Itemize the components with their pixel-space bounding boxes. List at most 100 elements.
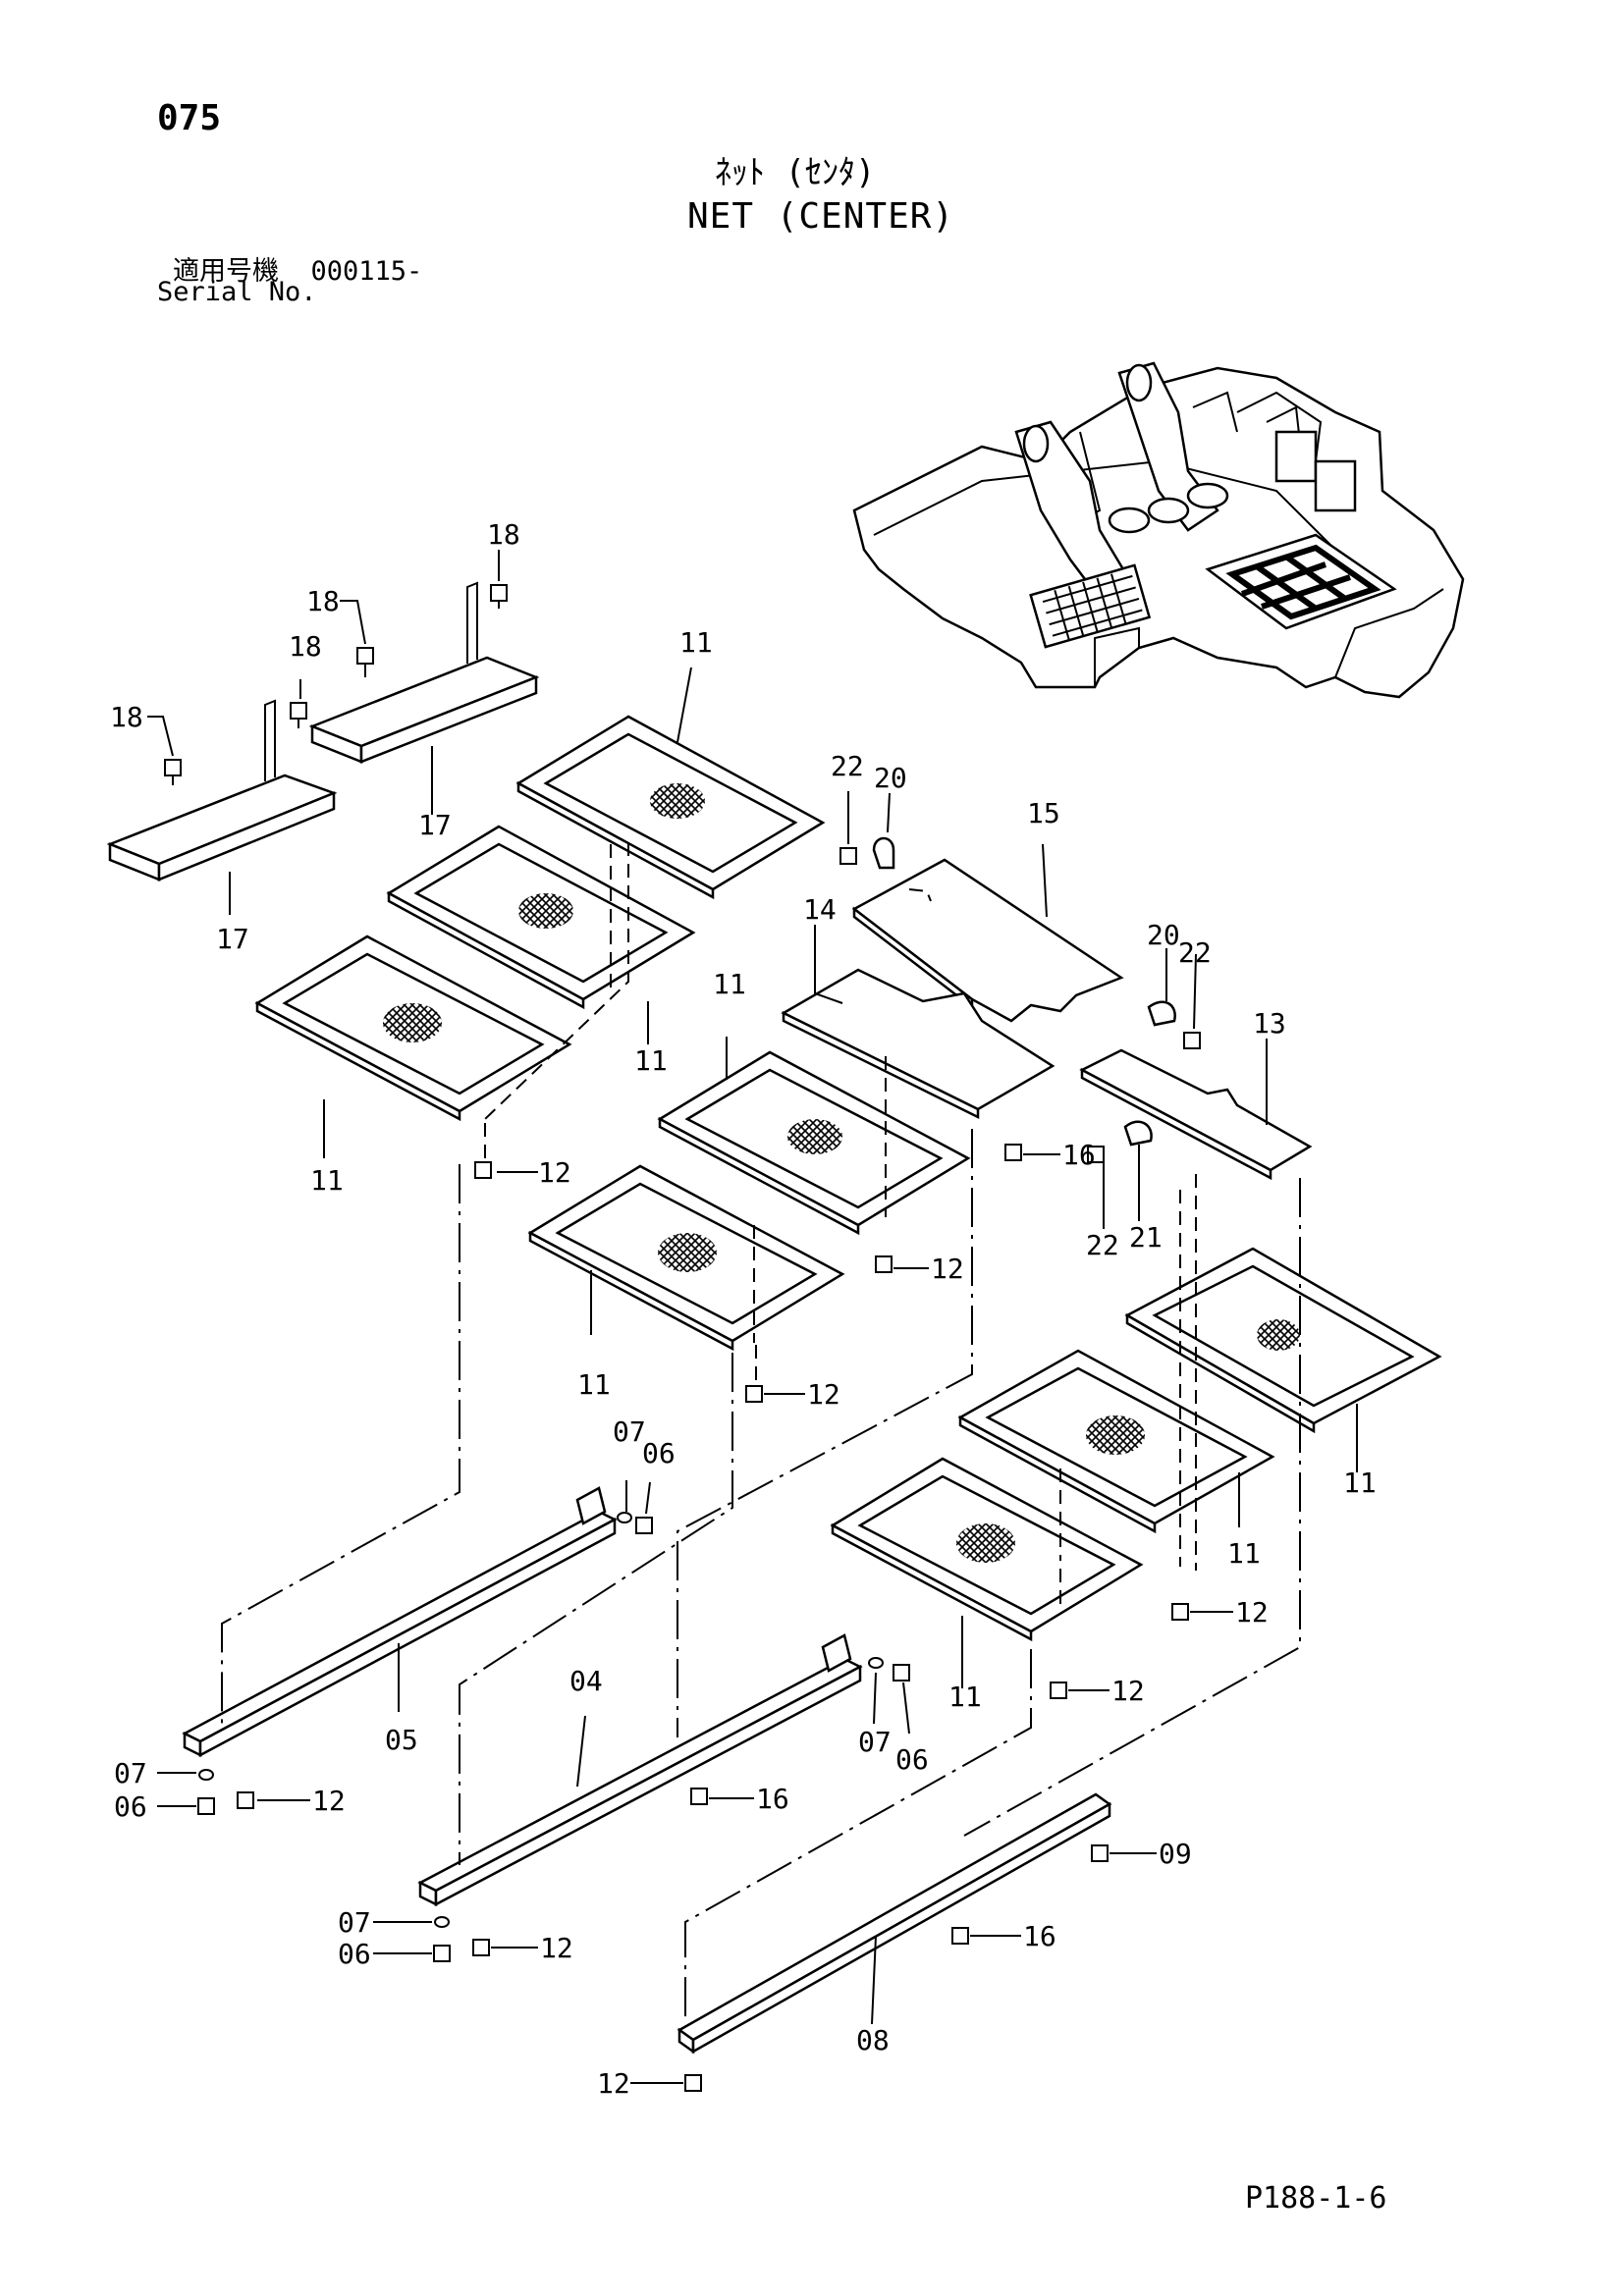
callout-22: 22 xyxy=(1178,936,1212,969)
callout-20: 20 xyxy=(1147,919,1180,951)
callout-17: 17 xyxy=(418,809,452,841)
callout-12: 12 xyxy=(312,1785,346,1817)
bolt-22-b xyxy=(1183,1032,1201,1049)
net-panel-11-a xyxy=(515,715,826,900)
callout-11: 11 xyxy=(679,626,713,659)
assembly-lines xyxy=(221,842,1301,2022)
bolt-22-c xyxy=(1087,1146,1105,1163)
callout-21: 21 xyxy=(1129,1221,1163,1254)
callout-13: 13 xyxy=(1253,1007,1286,1040)
washer-07-d xyxy=(434,1916,450,1928)
callout-07: 07 xyxy=(114,1757,147,1789)
bolt-18-a xyxy=(490,584,508,609)
bolt-06-a xyxy=(635,1517,653,1534)
bolt-16-a xyxy=(1004,1144,1022,1161)
leader-lines xyxy=(147,550,1358,2084)
callout-16: 16 xyxy=(756,1783,789,1815)
fasteners xyxy=(164,584,1201,2092)
callout-11: 11 xyxy=(948,1681,982,1713)
clip-21 xyxy=(1123,1120,1153,1147)
callout-11: 11 xyxy=(1227,1537,1261,1570)
net-panel-11-d xyxy=(657,1050,971,1236)
callout-17: 17 xyxy=(216,923,249,955)
callout-11: 11 xyxy=(634,1044,668,1077)
callout-15: 15 xyxy=(1027,797,1060,829)
callout-12: 12 xyxy=(597,2067,630,2100)
callout-04: 04 xyxy=(569,1665,603,1697)
bolt-16-b xyxy=(690,1788,708,1805)
side-cover-17-front xyxy=(106,699,338,881)
net-panel-11-c xyxy=(254,934,572,1122)
title-english: NET (CENTER) xyxy=(687,196,955,237)
callout-12: 12 xyxy=(538,1156,571,1189)
callout-06: 06 xyxy=(642,1437,676,1469)
side-cover-17-rear xyxy=(308,581,540,764)
bolt-06-d xyxy=(433,1945,451,1962)
washer-07-b xyxy=(868,1657,884,1669)
bolt-12-e xyxy=(1050,1682,1067,1699)
callout-labels: 18 18 18 18 17 17 11 11 11 11 11 11 11 1… xyxy=(110,518,1377,2100)
callout-09: 09 xyxy=(1159,1838,1192,1870)
plate-13 xyxy=(1079,1048,1313,1181)
net-panel-11-h xyxy=(830,1457,1144,1642)
callout-12: 12 xyxy=(1111,1675,1145,1707)
bolt-12-h xyxy=(684,2074,702,2092)
callout-12: 12 xyxy=(540,1932,573,1964)
bolt-06-b xyxy=(893,1664,910,1682)
callout-16: 16 xyxy=(1023,1920,1056,1952)
page-reference: P188-1-6 xyxy=(1245,2181,1387,2216)
bolt-12-f xyxy=(237,1791,254,1809)
net-panel-11-e xyxy=(527,1164,845,1352)
callout-18: 18 xyxy=(110,701,143,733)
bolt-06-c xyxy=(197,1797,215,1815)
serial-range: 適用号機 000115- xyxy=(173,249,422,288)
callout-16: 16 xyxy=(1062,1139,1096,1171)
net-panel-11-f xyxy=(1124,1247,1442,1434)
serial-label-jp: 適用号機 xyxy=(173,256,279,287)
callout-18: 18 xyxy=(289,630,322,663)
callout-12: 12 xyxy=(807,1378,840,1411)
callout-20: 20 xyxy=(874,762,907,794)
bolt-12-c xyxy=(745,1385,763,1403)
callout-06: 06 xyxy=(114,1790,147,1823)
machine-frame-illustration xyxy=(852,361,1465,699)
washer-07-a xyxy=(617,1512,632,1523)
rail-04 xyxy=(417,1633,863,1907)
clip-20-a xyxy=(872,836,895,870)
bolt-12-g xyxy=(472,1939,490,1956)
callout-07: 07 xyxy=(338,1906,371,1939)
clip-20-b xyxy=(1147,1000,1176,1027)
callout-22: 22 xyxy=(1086,1229,1119,1261)
bolt-12-d xyxy=(1171,1603,1189,1621)
bolt-18-d xyxy=(164,759,182,785)
serial-value: 000115- xyxy=(310,256,423,287)
plate-15 xyxy=(851,858,1124,1023)
callout-12: 12 xyxy=(1235,1596,1269,1629)
rail-05 xyxy=(182,1486,618,1758)
callout-06: 06 xyxy=(338,1938,371,1970)
callout-07: 07 xyxy=(858,1726,892,1758)
bolt-18-b xyxy=(356,647,374,677)
bolt-22-a xyxy=(839,847,857,865)
bolt-16-c xyxy=(951,1927,969,1945)
bolt-12-a xyxy=(474,1161,492,1179)
bolt-09 xyxy=(1091,1844,1109,1862)
callout-08: 08 xyxy=(856,2024,890,2056)
bolt-12-b xyxy=(875,1255,893,1273)
callout-05: 05 xyxy=(385,1724,418,1756)
plate-14 xyxy=(781,968,1056,1120)
callout-11: 11 xyxy=(713,968,746,1000)
callout-12: 12 xyxy=(931,1253,964,1285)
callout-11: 11 xyxy=(577,1368,611,1401)
callout-06: 06 xyxy=(895,1743,929,1776)
title-japanese: ﾈｯﾄ (ｾﾝﾀ) xyxy=(715,153,876,192)
washer-07-c xyxy=(198,1769,214,1781)
bolt-18-c xyxy=(290,702,307,728)
page-number: 075 xyxy=(157,98,222,138)
callout-22: 22 xyxy=(831,750,864,782)
rail-08 xyxy=(677,1792,1112,2055)
serial-label-en: Serial No. xyxy=(157,277,317,307)
callout-11: 11 xyxy=(310,1164,344,1197)
callout-07: 07 xyxy=(613,1415,646,1448)
